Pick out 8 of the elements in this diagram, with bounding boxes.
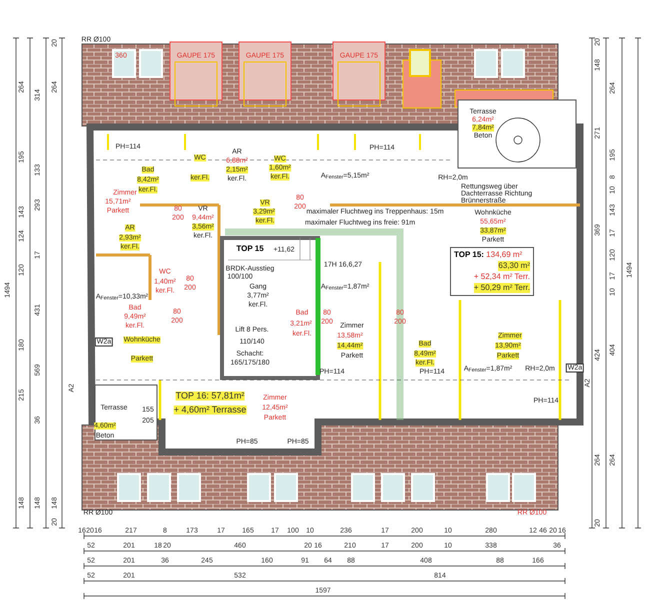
unit-label: TOP 16: 57,81m²	[176, 392, 244, 400]
area-summary-box	[450, 247, 534, 296]
unit-label: + 4,60m² Terrasse	[174, 406, 246, 414]
area-total: + 52,34 m² Terr.	[474, 272, 530, 282]
unit-label: TOP 15	[236, 245, 264, 253]
area-total: TOP 15: 134,69 m²	[454, 250, 522, 260]
area-total: 63,30 m²	[498, 261, 530, 271]
area-total: + 50,29 m² Terr.	[474, 283, 530, 293]
